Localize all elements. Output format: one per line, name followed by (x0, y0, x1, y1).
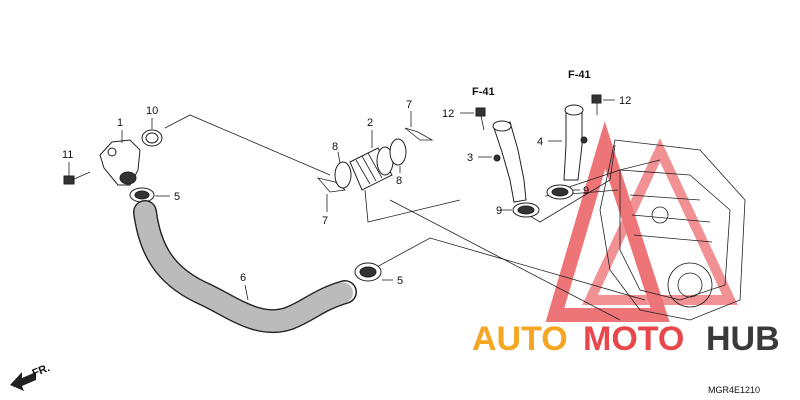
svg-text:AUTO: AUTO (472, 320, 568, 358)
callout-9-left: 9 (496, 205, 502, 217)
o-ring-9-right (546, 184, 574, 200)
callout-3: 3 (467, 152, 473, 164)
callout-7-right: 7 (406, 99, 412, 111)
engine-block (599, 139, 746, 321)
callout-12-left: 12 (442, 108, 454, 120)
callout-9-right: 9 (583, 185, 589, 197)
callout-10: 10 (146, 105, 158, 117)
o-ring-8-right (389, 138, 407, 166)
water-pipe-4 (563, 104, 588, 181)
front-arrow-icon (10, 372, 36, 391)
watermark-logo (545, 121, 738, 322)
hose-clamp-5-top (129, 187, 155, 203)
callout-12-right: 12 (619, 95, 631, 107)
svg-text:HUB: HUB (706, 320, 780, 358)
front-label: FR. (31, 362, 52, 380)
water-pipe-3 (492, 120, 527, 203)
o-ring-8-left (334, 161, 352, 189)
svg-text:MOTO: MOTO (583, 320, 684, 358)
callout-7-left: 7 (322, 215, 328, 227)
callout-5-bottom: 5 (397, 275, 403, 287)
reference-f41-left: F-41 (472, 86, 495, 98)
water-outlet-flange (99, 139, 141, 186)
callout-8-right: 8 (396, 175, 402, 187)
callout-11: 11 (62, 149, 73, 161)
callout-2: 2 (367, 117, 373, 129)
leader-lines (164, 114, 661, 321)
clip-7-left (316, 177, 346, 193)
callout-4: 4 (537, 136, 543, 148)
hose-clamp-5-bottom (354, 262, 382, 282)
watermark-text: AUTO MOTO HUB (472, 320, 780, 358)
bolt-12-left (475, 107, 486, 131)
callout-6: 6 (240, 272, 246, 284)
callout-8-left: 8 (332, 141, 338, 153)
callout-1: 1 (117, 117, 123, 129)
water-joint-2 (349, 146, 394, 191)
diagram-code: MGR4E1210 (708, 385, 760, 395)
clip-7-right (404, 127, 434, 141)
bolt-12-right (591, 94, 602, 115)
reference-f41-right: F-41 (568, 69, 591, 81)
callout-5-top: 5 (174, 191, 180, 203)
bolt-11 (63, 171, 91, 185)
o-ring-9-left (512, 202, 540, 218)
